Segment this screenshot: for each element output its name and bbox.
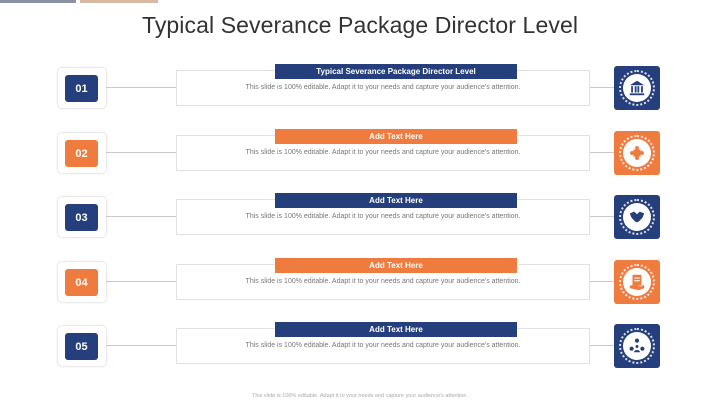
connector-line	[590, 87, 616, 88]
icon-inner	[623, 139, 651, 167]
row-number: 05	[65, 333, 98, 360]
row-heading: Typical Severance Package Director Level	[275, 64, 517, 79]
row-heading: Add Text Here	[275, 258, 517, 273]
row-3: 03 Add Text Here This slide is 100% edit…	[0, 193, 720, 239]
handshake-icon	[629, 211, 645, 223]
connector-line	[106, 87, 176, 88]
icon-box	[614, 195, 660, 239]
connector-line	[106, 216, 176, 217]
top-accent-strip	[0, 0, 76, 3]
icon-box	[614, 260, 660, 304]
connector-line	[106, 152, 176, 153]
number-box: 02	[58, 133, 106, 173]
slide-title: Typical Severance Package Director Level	[141, 12, 579, 38]
row-heading: Add Text Here	[275, 193, 517, 208]
row-heading: Add Text Here	[275, 322, 517, 337]
icon-ring	[619, 328, 655, 364]
top-accent-strip	[80, 0, 158, 3]
row-description: This slide is 100% editable. Adapt it to…	[245, 342, 521, 349]
row-description: This slide is 100% editable. Adapt it to…	[245, 278, 521, 285]
connector-line	[590, 345, 616, 346]
icon-box	[614, 131, 660, 175]
document-hand-icon	[629, 274, 645, 291]
icon-box	[614, 66, 660, 110]
row-description: This slide is 100% editable. Adapt it to…	[245, 149, 521, 156]
row-1: 01 Typical Severance Package Director Le…	[0, 64, 720, 110]
icon-ring	[619, 199, 655, 235]
row-5: 05 Add Text Here This slide is 100% edit…	[0, 322, 720, 368]
icon-inner	[623, 332, 651, 360]
icon-ring	[619, 70, 655, 106]
puzzle-icon	[630, 146, 644, 160]
row-heading: Add Text Here	[275, 129, 517, 144]
row-number: 04	[65, 269, 98, 296]
connector-line	[590, 216, 616, 217]
icon-ring	[619, 264, 655, 300]
icon-box	[614, 324, 660, 368]
row-number: 01	[65, 75, 98, 102]
row-number: 02	[65, 140, 98, 167]
number-box: 05	[58, 326, 106, 366]
connector-line	[590, 281, 616, 282]
icon-inner	[623, 74, 651, 102]
number-box: 01	[58, 68, 106, 108]
number-box: 03	[58, 197, 106, 237]
row-number: 03	[65, 204, 98, 231]
footer-note: This slide is 100% editable. Adapt it to…	[252, 393, 468, 399]
connector-line	[106, 281, 176, 282]
row-4: 04 Add Text Here This slide is 100% edit…	[0, 258, 720, 304]
people-network-icon	[629, 338, 645, 353]
icon-ring	[619, 135, 655, 171]
row-2: 02 Add Text Here This slide is 100% edit…	[0, 129, 720, 175]
connector-line	[590, 152, 616, 153]
row-description: This slide is 100% editable. Adapt it to…	[245, 84, 521, 91]
number-box: 04	[58, 262, 106, 302]
icon-inner	[623, 268, 651, 296]
bank-icon	[629, 80, 645, 96]
icon-inner	[623, 203, 651, 231]
row-description: This slide is 100% editable. Adapt it to…	[245, 213, 521, 220]
connector-line	[106, 345, 176, 346]
